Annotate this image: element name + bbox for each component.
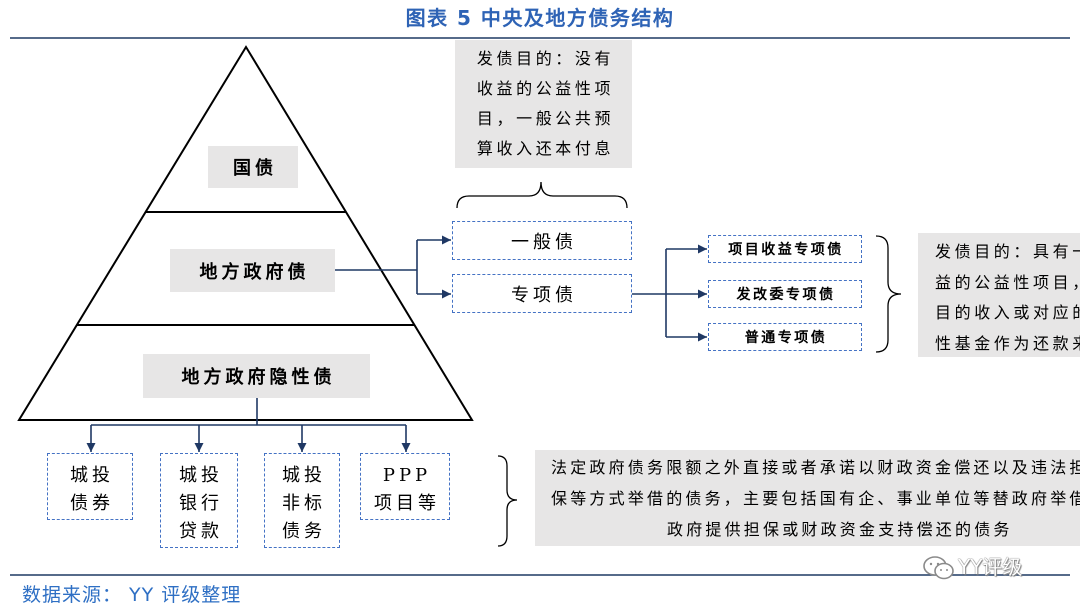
watermark-text: YY评级 xyxy=(958,555,1023,579)
general-debt-purpose-note: 发债目的：没有 收益的公益性项 目，一般公共预 算收入还本付息 xyxy=(455,40,632,168)
wechat-icon xyxy=(923,556,954,580)
note-line: 算收入还本付息 xyxy=(476,139,615,158)
pyramid-level-national-debt: 国债 xyxy=(208,146,298,188)
ordinary-special-bond-box: 普通专项债 xyxy=(708,323,862,351)
box-line: 城投 xyxy=(179,465,223,486)
box-line: 城投 xyxy=(70,465,114,486)
hidden-debt-type-urban-investment-bonds: 城投 债券 xyxy=(47,453,133,520)
box-line: 贷款 xyxy=(179,521,223,542)
note-line: 发债目的：具有一 xyxy=(935,242,1080,261)
note-line: 法定政府债务限额之外直接或者承诺以财政资金偿还以及违法担 xyxy=(551,458,1080,477)
box-line: 非标 xyxy=(282,493,326,514)
note-line: 性基金作为还款来 xyxy=(935,333,1080,353)
note-line: 目，一般公共预 xyxy=(476,109,615,128)
note-line: 保等方式举借的债务，主要包括国有企、事业单位等替政府举借 xyxy=(551,489,1080,508)
special-debt-purpose-note: 发债目的：具有一 益的公益性项目， 目的收入或对应的 性基金作为还款来 xyxy=(918,233,1080,357)
wechat-eye xyxy=(929,562,933,566)
hidden-debt-type-non-standard-debt: 城投 非标 债务 xyxy=(264,453,340,548)
special-debt-box: 专项债 xyxy=(452,274,632,313)
pyramid-level-hidden-debt: 地方政府隐性债 xyxy=(143,354,370,398)
box-line: 债务 xyxy=(282,521,326,542)
note-line: 收益的公益性项 xyxy=(476,79,615,98)
wechat-eye xyxy=(946,569,948,571)
note-line: 政府提供担保或财政资金支持偿还的债务 xyxy=(667,520,1013,539)
project-revenue-special-bond-box: 项目收益专项债 xyxy=(708,235,862,263)
pyramid-level-local-government-debt: 地方政府债 xyxy=(170,249,335,292)
general-debt-box: 一般债 xyxy=(452,221,632,260)
box-line: 银行 xyxy=(179,493,223,514)
box-line: 项目等 xyxy=(374,493,440,514)
box-line: 城投 xyxy=(282,465,326,486)
ndrc-special-bond-box: 发改委专项债 xyxy=(708,280,862,308)
brace-hidden-debt xyxy=(497,455,518,547)
box-line: PPP xyxy=(382,465,432,486)
data-source-note: 数据来源： YY 评级整理 xyxy=(22,584,242,606)
brace-special-debt xyxy=(875,235,902,353)
hidden-debt-description-note: 法定政府债务限额之外直接或者承诺以财政资金偿还以及违法担 保等方式举借的债务，主… xyxy=(535,450,1080,546)
note-line: 目的收入或对应的 xyxy=(935,303,1080,322)
note-line: 益的公益性项目， xyxy=(935,272,1080,292)
wechat-eye xyxy=(936,562,940,566)
brace-general-debt xyxy=(456,181,628,209)
wechat-bubble-small xyxy=(934,562,954,580)
box-line: 债券 xyxy=(70,493,114,514)
hidden-debt-type-bank-loans: 城投 银行 贷款 xyxy=(160,453,238,548)
figure-title: 图表 5 中央及地方债务结构 xyxy=(405,6,675,30)
note-line: 发债目的：没有 xyxy=(476,49,615,68)
hidden-debt-type-ppp-projects: PPP 项目等 xyxy=(360,453,450,520)
debt-pyramid xyxy=(17,45,474,421)
wechat-eye xyxy=(940,569,942,571)
